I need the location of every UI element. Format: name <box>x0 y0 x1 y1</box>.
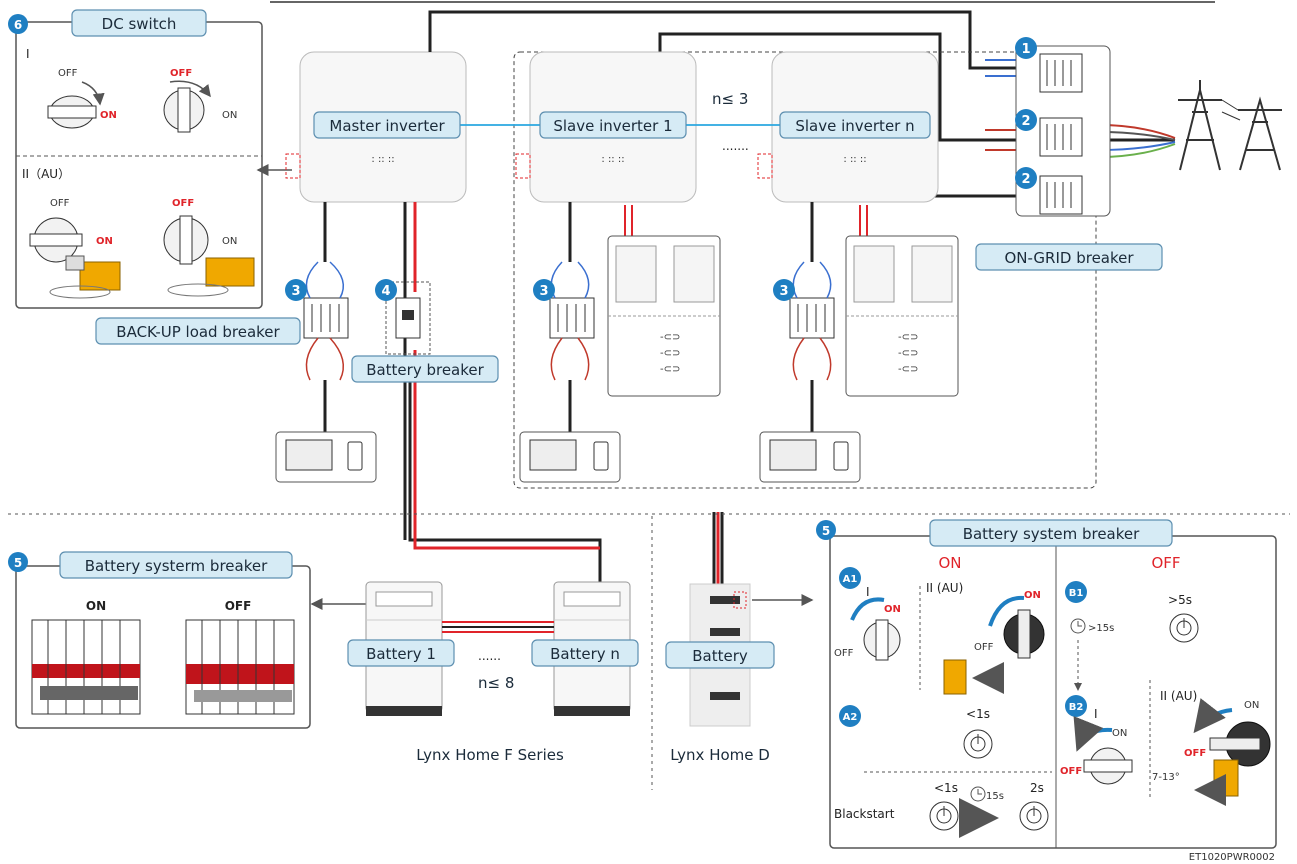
ellipsis-batteries: ...... <box>478 649 501 663</box>
svg-text:A2: A2 <box>843 712 858 723</box>
master-inverter-label: Master inverter <box>329 117 445 135</box>
battery-breaker-label: Battery breaker <box>366 361 484 379</box>
svg-text:2s: 2s <box>1030 781 1044 795</box>
svg-text:-⊂⊃: -⊂⊃ <box>660 348 680 359</box>
svg-text:5: 5 <box>14 556 22 570</box>
svg-text:A1: A1 <box>843 574 858 585</box>
svg-text:: :: ::: : :: :: <box>843 154 866 165</box>
load-devices-slave-n <box>760 432 860 482</box>
svg-text:ON: ON <box>96 236 113 247</box>
svg-text:4: 4 <box>381 284 390 299</box>
battery-systerm-label: Battery systerm breaker <box>85 557 268 575</box>
svg-text:I: I <box>866 585 870 599</box>
svg-text:6: 6 <box>14 18 22 32</box>
backup-breaker-master <box>304 262 348 380</box>
svg-text:II (AU): II (AU) <box>1160 689 1197 703</box>
svg-text:>5s: >5s <box>1168 593 1192 607</box>
svg-text:2: 2 <box>1021 114 1030 129</box>
svg-text:II (AU): II (AU) <box>926 581 963 595</box>
bsb-on-header: ON <box>938 554 961 572</box>
svg-text:: :: ::: : :: :: <box>601 154 624 165</box>
battery-label: Battery <box>692 647 748 665</box>
svg-text:-⊂⊃: -⊂⊃ <box>898 348 918 359</box>
svg-text:2: 2 <box>1021 172 1030 187</box>
battery-1-label: Battery 1 <box>366 645 436 663</box>
svg-text:3: 3 <box>539 284 548 299</box>
svg-text:-⊂⊃: -⊂⊃ <box>898 332 918 343</box>
svg-text:-⊂⊃: -⊂⊃ <box>660 364 680 375</box>
lynx-d-label: Lynx Home D <box>670 746 770 764</box>
slave-inverter-1-label: Slave inverter 1 <box>553 117 672 135</box>
svg-text:ON: ON <box>222 236 237 247</box>
svg-text:OFF: OFF <box>170 68 192 79</box>
ellipsis-inverters: ....... <box>722 139 749 153</box>
svg-text:B2: B2 <box>1069 702 1084 713</box>
svg-text:OFF: OFF <box>172 198 194 209</box>
svg-text:OFF: OFF <box>974 642 994 653</box>
svg-text:ON: ON <box>1024 590 1041 601</box>
battery-system-label: Battery system breaker <box>963 525 1140 543</box>
svg-text:>15s: >15s <box>1088 623 1114 634</box>
power-tower-icon <box>1178 80 1282 170</box>
svg-text:OFF: OFF <box>225 599 252 613</box>
slave-1-battery-cabinet: -⊂⊃ -⊂⊃ -⊂⊃ <box>608 236 720 396</box>
svg-text:<1s: <1s <box>934 781 958 795</box>
svg-text:: :: ::: : :: :: <box>371 154 394 165</box>
svg-text:ON: ON <box>884 604 901 615</box>
backup-breaker-slave-n <box>790 262 834 380</box>
dc-switch-panel: DC switch I II（AU） OFF ON OFF ON OFF ON <box>16 10 292 308</box>
breaker-bank-on-icon <box>32 620 140 714</box>
svg-text:<1s: <1s <box>966 707 990 721</box>
dc-switch-label: DC switch <box>102 15 177 33</box>
blackstart-power-button-1-icon <box>930 802 958 830</box>
blackstart-power-button-2-icon <box>1020 802 1048 830</box>
lynx-f-label: Lynx Home F Series <box>416 746 564 764</box>
n-le-3-label: n≤ 3 <box>712 90 748 108</box>
dc-roman-2: II（AU） <box>22 167 70 181</box>
svg-text:3: 3 <box>779 284 788 299</box>
svg-text:15s: 15s <box>986 791 1004 802</box>
blackstart-label: Blackstart <box>834 807 895 821</box>
dc-roman-1: I <box>26 47 30 61</box>
doc-code: ET1020PWR0002 <box>1189 852 1275 863</box>
svg-text:ON: ON <box>1112 728 1127 739</box>
battery-system-breaker-panel <box>830 536 1276 848</box>
load-devices-slave-1 <box>520 432 620 482</box>
load-devices-master <box>276 432 376 482</box>
b1-power-button-icon <box>1170 614 1198 642</box>
on-grid-breakers <box>1016 46 1110 216</box>
breaker-bank-off-icon <box>186 620 294 714</box>
svg-text:OFF: OFF <box>58 68 78 79</box>
on-grid-label: ON-GRID breaker <box>1004 249 1134 267</box>
svg-text:B1: B1 <box>1069 588 1084 599</box>
slave-n-battery-cabinet: -⊂⊃ -⊂⊃ -⊂⊃ <box>846 236 958 396</box>
n-le-8-label: n≤ 8 <box>478 674 514 692</box>
backup-breaker-slave-1 <box>550 262 594 380</box>
svg-text:ON: ON <box>1244 700 1259 711</box>
svg-text:OFF: OFF <box>50 198 70 209</box>
svg-text:5: 5 <box>822 524 830 538</box>
svg-text:OFF: OFF <box>1060 766 1082 777</box>
svg-text:I: I <box>1094 707 1098 721</box>
battery-n-label: Battery n <box>550 645 620 663</box>
backup-load-label: BACK-UP load breaker <box>116 323 280 341</box>
svg-text:ON: ON <box>86 599 106 613</box>
svg-text:-⊂⊃: -⊂⊃ <box>660 332 680 343</box>
svg-text:OFF: OFF <box>1184 748 1206 759</box>
slave-inverter-n-label: Slave inverter n <box>795 117 914 135</box>
svg-text:ON: ON <box>222 110 237 121</box>
svg-text:ON: ON <box>100 110 117 121</box>
svg-text:1: 1 <box>1021 42 1030 57</box>
battery-systerm-breaker-panel: ON OFF <box>16 566 310 728</box>
svg-text:3: 3 <box>291 284 300 299</box>
svg-text:OFF: OFF <box>834 648 854 659</box>
svg-text:7-13°: 7-13° <box>1152 772 1180 783</box>
a2-power-button-icon <box>964 730 992 758</box>
bsb-off-header: OFF <box>1151 554 1180 572</box>
svg-text:-⊂⊃: -⊂⊃ <box>898 364 918 375</box>
